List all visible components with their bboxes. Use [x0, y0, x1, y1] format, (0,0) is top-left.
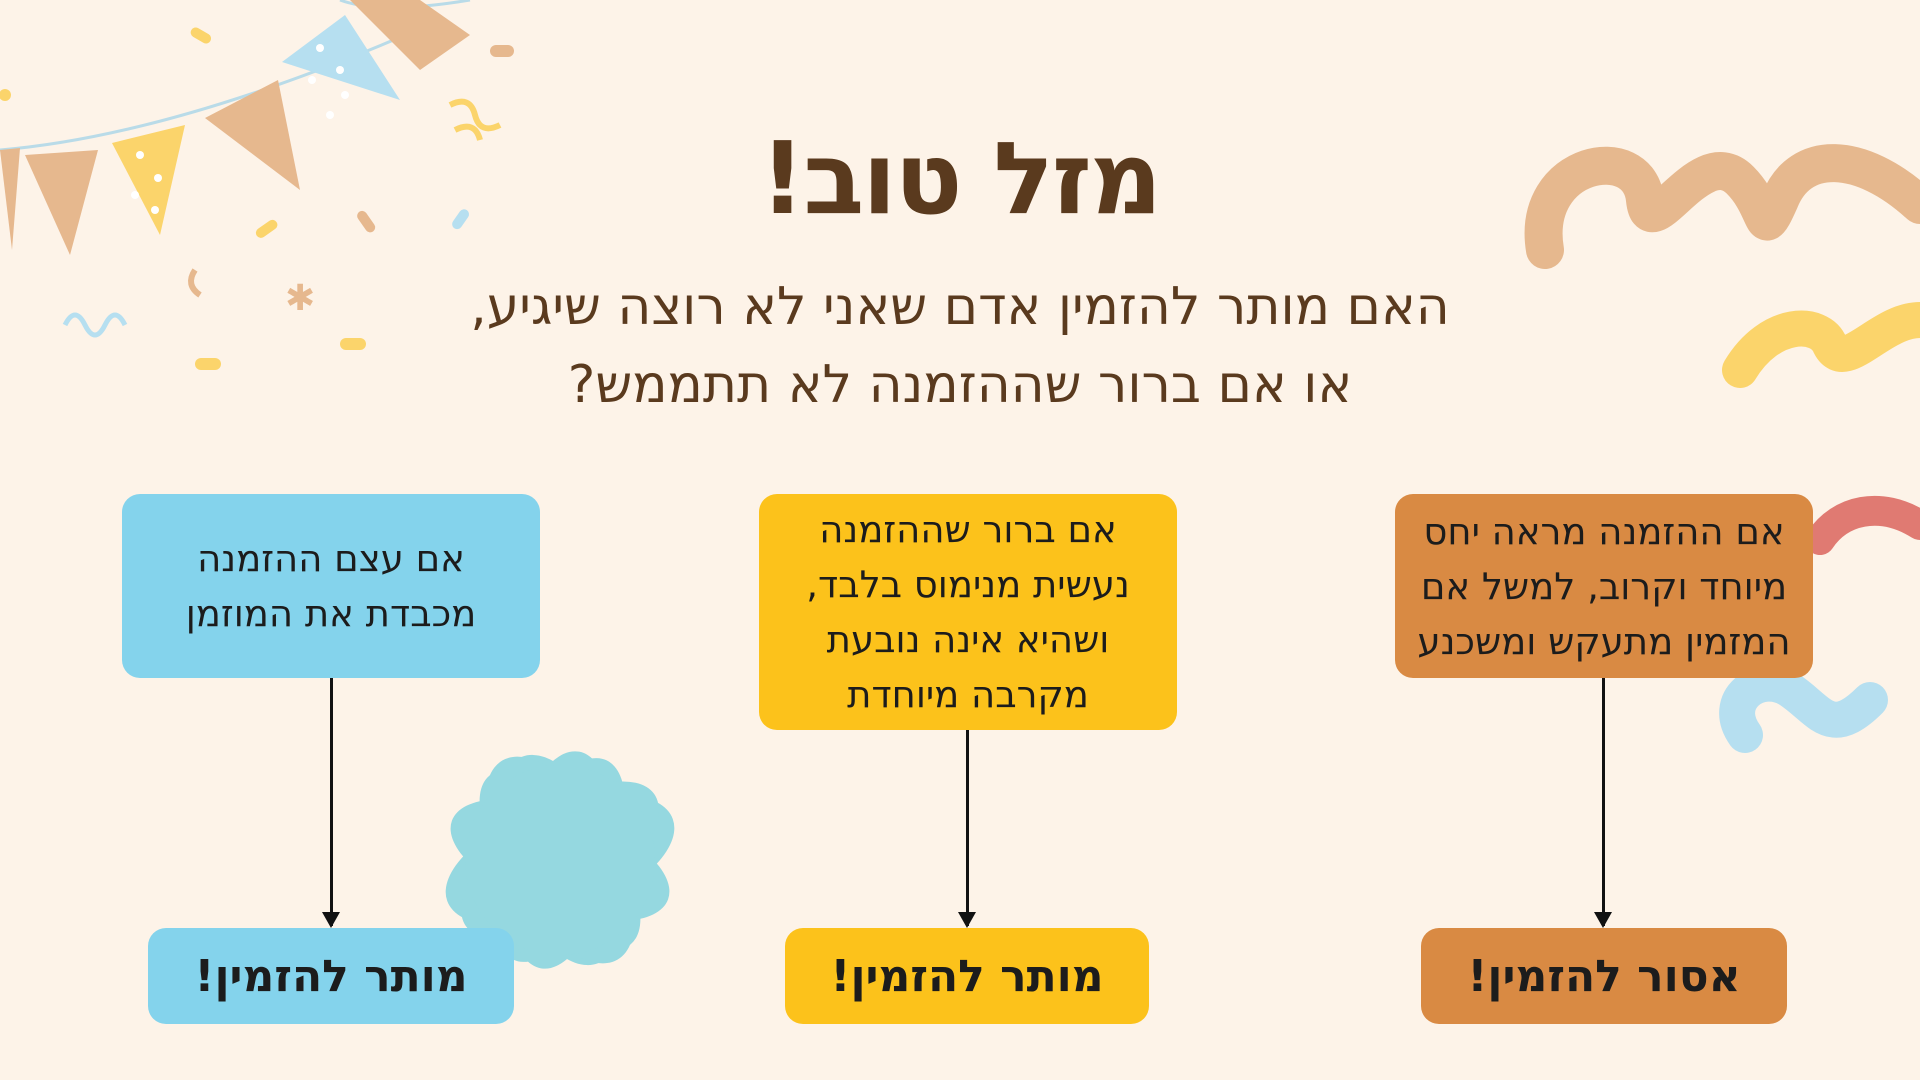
question-line: האם מותר להזמין אדם שאני לא רוצה שיגיע,	[470, 277, 1450, 337]
arrow-connector	[322, 678, 340, 928]
svg-text:✱: ✱	[285, 278, 315, 319]
question-line: או אם ברור שההזמנה לא תתממש?	[567, 355, 1353, 415]
squiggle-yellow-icon	[1722, 302, 1920, 388]
result-box-allowed-honor: מותר להזמין!	[148, 928, 514, 1024]
condition-box-honor: אם עצם ההזמנה מכבדת את המוזמן	[122, 494, 540, 678]
squiggle-red-icon	[1805, 495, 1920, 555]
condition-line: ושהיא אינה נובעת	[826, 618, 1110, 661]
question-text: האם מותר להזמין אדם שאני לא רוצה שיגיע, …	[360, 268, 1560, 424]
condition-line: אם ההזמנה מראה יחס	[1423, 509, 1785, 553]
condition-line: מכבדת את המוזמן	[185, 592, 477, 635]
condition-line: המזמין מתעקש ומשכנע	[1417, 619, 1791, 663]
result-label: מותר להזמין!	[830, 950, 1104, 1002]
condition-line: אם ברור שההזמנה	[819, 508, 1117, 551]
condition-line: אם עצם ההזמנה	[197, 537, 465, 580]
condition-line: נעשית מנימוס בלבד,	[806, 563, 1130, 606]
condition-box-politeness: אם ברור שההזמנה נעשית מנימוס בלבד, ושהיא…	[759, 494, 1177, 730]
condition-box-forbidden: אם ההזמנה מראה יחס מיוחד וקרוב, למשל אם …	[1395, 494, 1813, 678]
condition-line: מקרבה מיוחדת	[847, 673, 1089, 716]
arrow-connector	[958, 730, 976, 928]
result-box-allowed-politeness: מותר להזמין!	[785, 928, 1149, 1024]
result-label: אסור להזמין!	[1467, 950, 1741, 1002]
arrow-connector	[1594, 678, 1612, 928]
condition-line: מיוחד וקרוב, למשל אם	[1420, 564, 1788, 608]
page-title: מזל טוב!	[759, 120, 1163, 237]
result-box-forbidden: אסור להזמין!	[1421, 928, 1787, 1024]
squiggle-blue-icon	[1719, 665, 1888, 753]
result-label: מותר להזמין!	[194, 950, 468, 1002]
